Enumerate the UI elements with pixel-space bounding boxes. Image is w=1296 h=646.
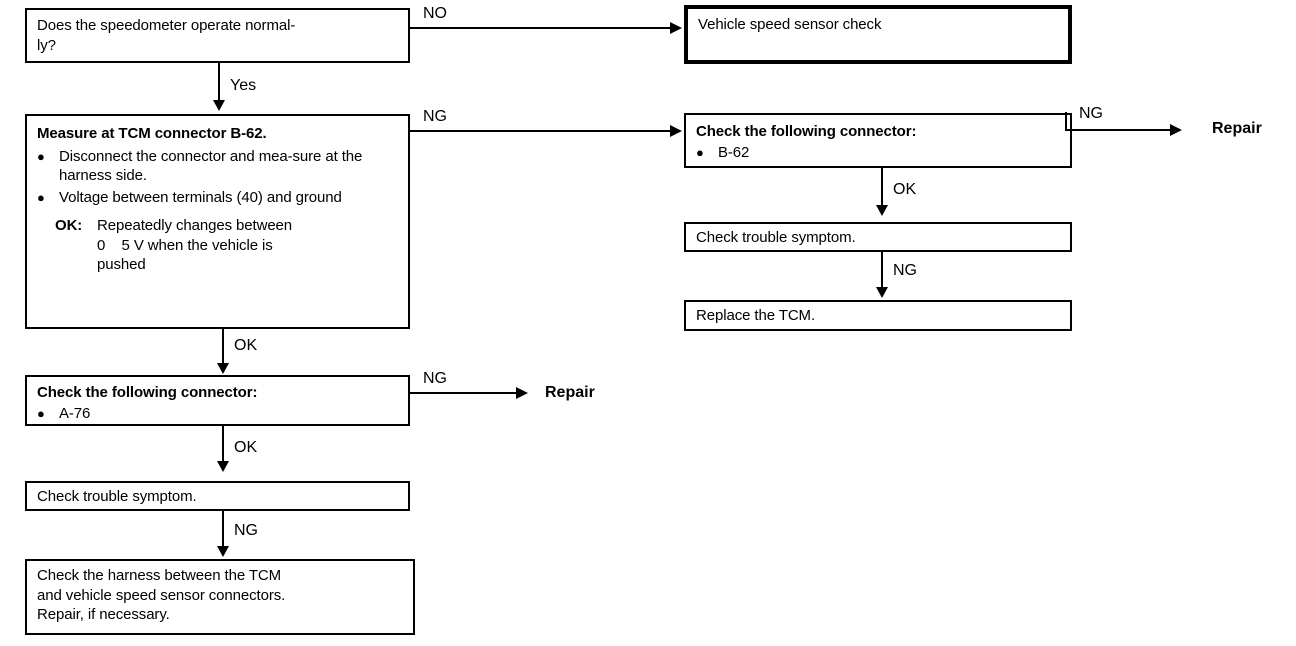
measure-tcm-bullet-1: ● Disconnect the connector and mea-sure …	[37, 147, 399, 186]
edge-ok-measure-line	[222, 329, 224, 367]
bullet-icon: ●	[37, 405, 45, 421]
edge-label-ng-a76-repair: NG	[423, 370, 447, 387]
node-replace-tcm: Replace the TCM.	[684, 300, 1072, 331]
node-check-trouble-symptom-left: Check trouble symptom.	[25, 481, 410, 511]
edge-ng-b62-repair-line	[1065, 129, 1172, 131]
edge-ok-b62-line	[881, 168, 883, 208]
edge-ng-b62-repair-arrowhead	[1170, 124, 1182, 136]
check-harness-line1: Check the harness between the TCM	[37, 567, 282, 584]
vehicle-speed-sensor-check-text: Vehicle speed sensor check	[698, 16, 882, 33]
measure-tcm-title: Measure at TCM connector B-62.	[37, 125, 267, 142]
measure-tcm-ok-line2: 0 5 V when the vehicle is	[97, 236, 273, 254]
measure-tcm-ok-line1: Repeatedly changes between	[97, 217, 293, 234]
measure-tcm-ok-line3: pushed	[97, 256, 146, 273]
edge-ng-symptom-right-arrowhead	[876, 287, 888, 298]
node-speedometer-question: Does the speedometer operate normal- ly?	[25, 8, 410, 63]
edge-label-yes: Yes	[230, 77, 257, 94]
measure-tcm-bullet-2-text: Voltage between terminals (40) and groun…	[59, 188, 342, 206]
node-check-trouble-symptom-right: Check trouble symptom.	[684, 222, 1072, 252]
speedometer-question-line1: Does the speedometer operate normal-	[37, 17, 296, 34]
measure-tcm-bullet-1-text: Disconnect the connector and mea-sure at…	[59, 147, 363, 185]
speedometer-question-line2: ly?	[37, 36, 56, 54]
edge-label-ok-measure: OK	[234, 337, 258, 354]
bullet-icon: ●	[696, 144, 704, 160]
edge-ok-measure-arrowhead	[217, 363, 229, 374]
bullet-icon: ●	[37, 148, 45, 164]
measure-tcm-bullet-2: ● Voltage between terminals (40) and gro…	[37, 188, 399, 208]
measure-tcm-ok-text: Repeatedly changes between 0 5 V when th…	[97, 216, 399, 275]
edge-ng-a76-repair-line	[410, 392, 518, 394]
node-measure-tcm: Measure at TCM connector B-62. ● Disconn…	[25, 114, 410, 329]
edge-label-ng-symptom-left: NG	[234, 522, 258, 539]
measure-tcm-ok-spec: OK: Repeatedly changes between 0 5 V whe…	[55, 216, 399, 275]
edge-label-ok-b62: OK	[893, 181, 917, 198]
terminal-repair-left: Repair	[545, 384, 595, 401]
edge-ng-measure-arrowhead	[670, 125, 682, 137]
edge-ng-measure-line	[410, 130, 672, 132]
edge-ng-a76-repair-arrowhead	[516, 387, 528, 399]
bullet-icon: ●	[37, 189, 45, 205]
edge-ng-symptom-right-line	[881, 252, 883, 290]
edge-label-ng-b62-repair: NG	[1079, 105, 1103, 122]
edge-yes-arrowhead	[213, 100, 225, 111]
edge-label-ng-measure: NG	[423, 108, 447, 125]
edge-ng-symptom-left-line	[222, 511, 224, 549]
node-check-harness: Check the harness between the TCM and ve…	[25, 559, 415, 635]
check-trouble-symptom-right-text: Check trouble symptom.	[696, 229, 856, 246]
check-harness-line2: and vehicle speed sensor connectors.	[37, 586, 286, 604]
edge-ng-b62-repair-riser	[1065, 112, 1067, 130]
edge-label-ng-symptom-right: NG	[893, 262, 917, 279]
edge-ok-a76-arrowhead	[217, 461, 229, 472]
edge-no-arrowhead	[670, 22, 682, 34]
edge-label-ok-a76: OK	[234, 439, 258, 456]
edge-ok-b62-arrowhead	[876, 205, 888, 216]
check-trouble-symptom-left-text: Check trouble symptom.	[37, 488, 197, 505]
check-harness-line3: Repair, if necessary.	[37, 606, 170, 623]
check-connector-a76-value: A-76	[59, 404, 91, 422]
edge-label-no: NO	[423, 5, 447, 22]
edge-yes-line	[218, 63, 220, 103]
check-connector-a76-bullet: ● A-76	[37, 404, 399, 424]
terminal-repair-right: Repair	[1212, 120, 1262, 137]
edge-no-line	[410, 27, 672, 29]
check-connector-b62-value: B-62	[718, 143, 750, 161]
edge-ok-a76-line	[222, 426, 224, 464]
check-connector-a76-title: Check the following connector:	[37, 384, 258, 401]
measure-tcm-ok-label: OK:	[55, 217, 83, 234]
node-check-connector-b62: Check the following connector: ● B-62	[684, 113, 1072, 168]
node-vehicle-speed-sensor-check: Vehicle speed sensor check	[684, 5, 1072, 64]
check-connector-b62-title: Check the following connector:	[696, 123, 917, 140]
node-check-connector-a76: Check the following connector: ● A-76	[25, 375, 410, 426]
replace-tcm-text: Replace the TCM.	[696, 307, 816, 324]
edge-ng-symptom-left-arrowhead	[217, 546, 229, 557]
check-connector-b62-bullet: ● B-62	[696, 143, 1061, 163]
